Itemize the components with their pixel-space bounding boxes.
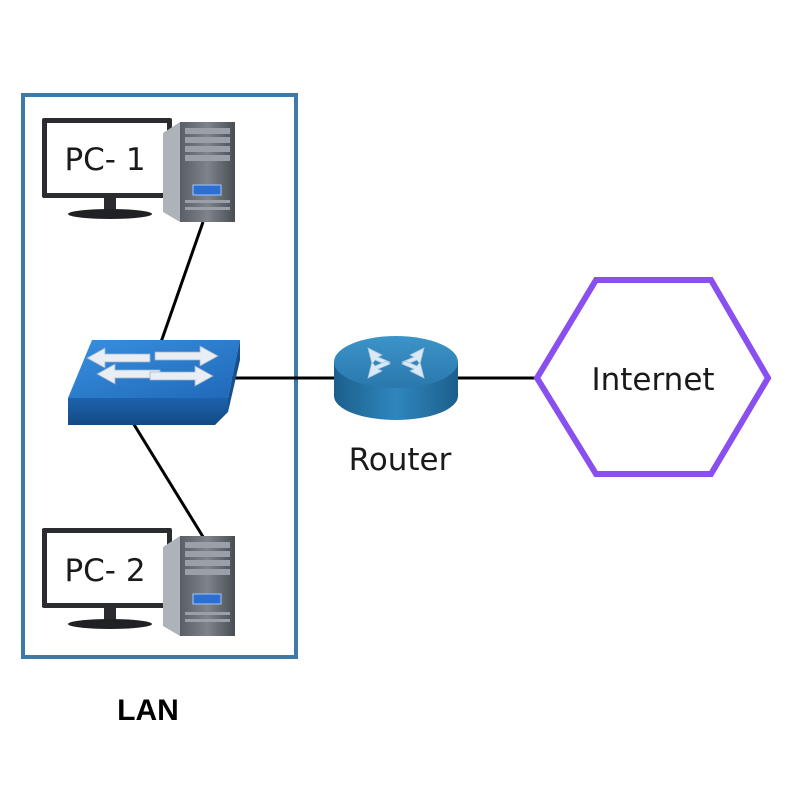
router-icon bbox=[334, 336, 458, 420]
lan-boundary bbox=[21, 93, 298, 659]
pc1-label: PC- 1 bbox=[64, 142, 145, 178]
internet-label: Internet bbox=[591, 362, 714, 398]
network-switch-icon bbox=[68, 340, 240, 425]
link-pc1-switch bbox=[158, 221, 205, 346]
pc1-desktop-computer-icon bbox=[42, 118, 235, 222]
router-label: Router bbox=[349, 442, 452, 478]
internet-hexagon-icon bbox=[533, 277, 772, 477]
lan-label: LAN bbox=[117, 694, 179, 727]
pc2-label: PC- 2 bbox=[64, 553, 145, 589]
pc2-desktop-computer-icon bbox=[42, 528, 235, 636]
links bbox=[128, 221, 537, 541]
link-switch-pc2 bbox=[128, 417, 207, 541]
